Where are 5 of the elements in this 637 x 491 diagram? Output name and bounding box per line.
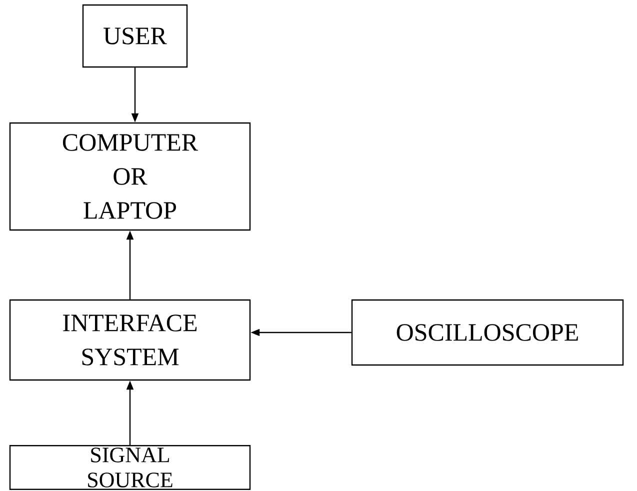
process-box: INTERFACE SYSTEM <box>9 299 251 381</box>
process-box: SIGNAL SOURCE <box>9 445 251 490</box>
process-box: COMPUTER OR LAPTOP <box>9 122 251 231</box>
process-box: USER <box>82 4 188 68</box>
process-box: OSCILLOSCOPE <box>351 299 624 366</box>
